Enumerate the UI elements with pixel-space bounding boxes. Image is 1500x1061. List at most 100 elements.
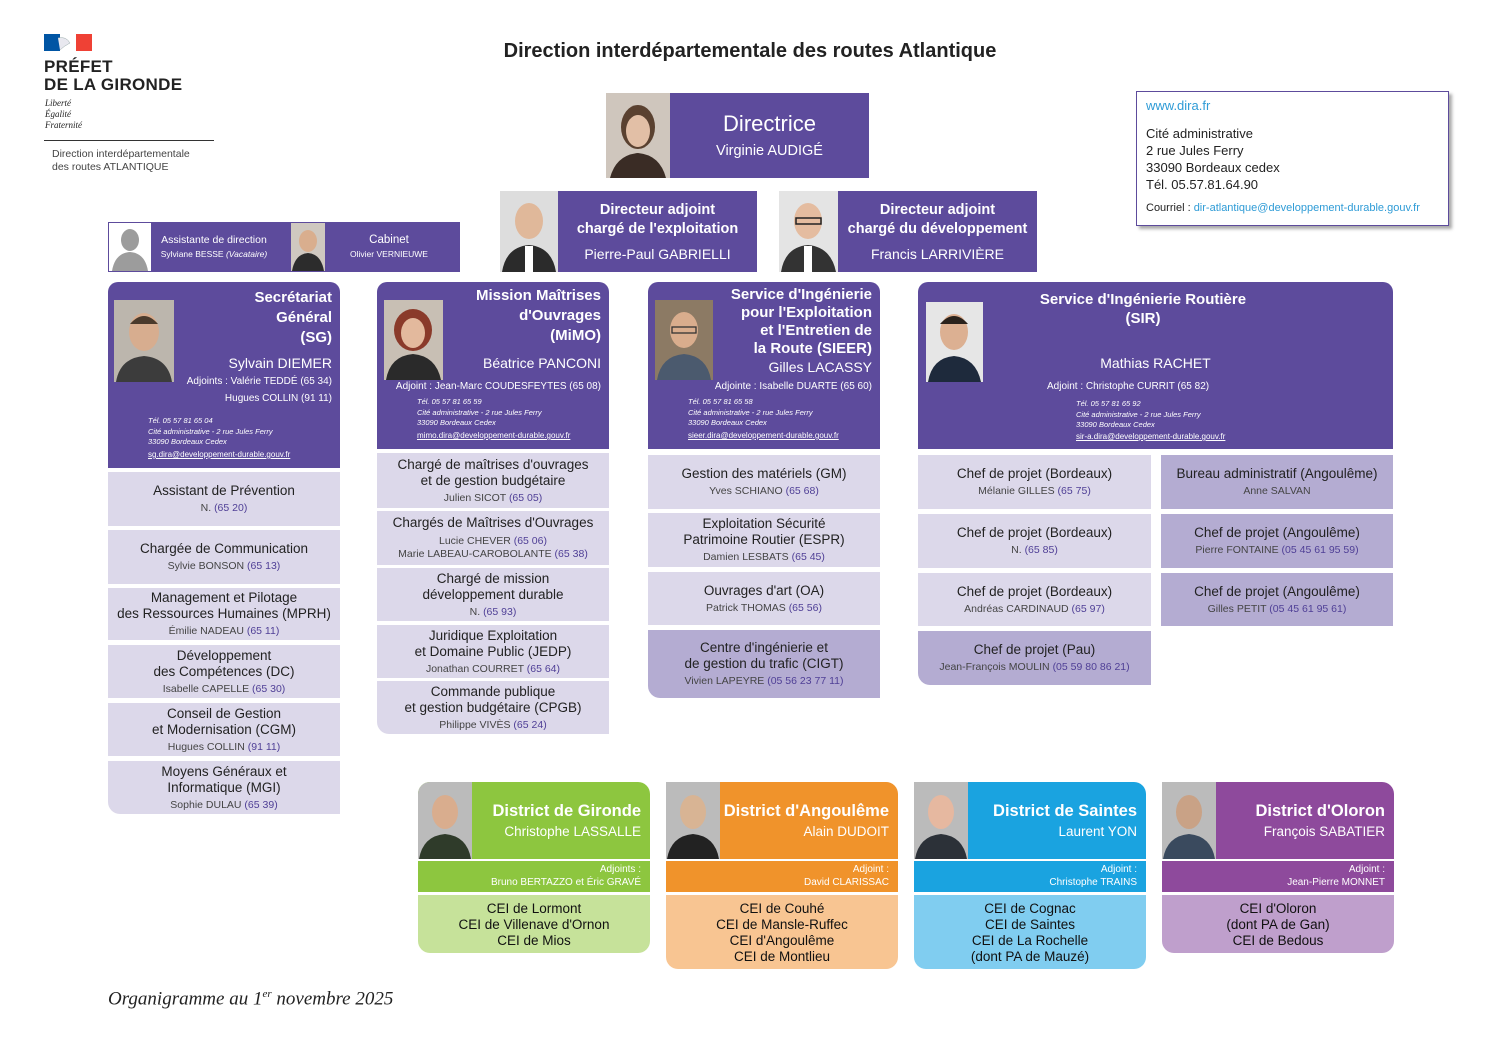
district-adjoint-bar-1: Adjoint :David CLARISSAC xyxy=(666,861,898,892)
motto-liberte: Liberté xyxy=(45,98,71,108)
district-adjoint-names: Bruno BERTAZZO et Éric GRAVÉ xyxy=(490,877,641,888)
sieer-unit-title: Ouvrages d'art (OA) xyxy=(703,582,825,598)
sir-left-unit-title: Chef de projet (Bordeaux) xyxy=(956,583,1113,599)
sg-unit-0: Assistant de Prévention N. (65 20) xyxy=(108,472,340,526)
assistant-title: Assistante de direction xyxy=(161,234,267,246)
sg-unit-title: Chargée de Communication xyxy=(139,541,309,557)
sieer-unit-title2: Patrimoine Routier (ESPR) xyxy=(683,532,845,548)
sieer-email[interactable]: sieer.dira@developpement-durable.gouv.fr xyxy=(688,431,839,440)
assistant-name-row: Sylviane BESSE (Vacataire) xyxy=(155,249,273,259)
cabinet-photo xyxy=(291,223,325,271)
mimo-unit-ext: (65 24) xyxy=(513,718,547,731)
district-cei-item: CEI de Mios xyxy=(497,933,571,948)
sg-adjoints1: Adjoints : Valérie TEDDÉ (65 34) xyxy=(186,376,332,387)
sieer-unit-title: Exploitation Sécurité xyxy=(702,516,826,532)
sg-unit-person-row: N. (65 20) xyxy=(201,502,248,515)
district-photo-3 xyxy=(1162,782,1216,859)
mimo-tel: Tél. 05 57 81 65 59 xyxy=(417,397,482,406)
sir-left-unit-2: Chef de projet (Bordeaux)Andréas CARDINA… xyxy=(918,573,1151,626)
sieer-unit-person: Yves SCHIANO xyxy=(709,485,783,498)
sg-unit-title: Assistant de Prévention xyxy=(153,483,295,499)
sg-unit-ext: (65 13) xyxy=(247,560,281,573)
sir-email[interactable]: sir-a.dira@developpement-durable.gouv.fr xyxy=(1076,432,1226,441)
mimo-email[interactable]: mimo.dira@developpement-durable.gouv.fr xyxy=(417,431,571,440)
district-cei-item: CEI de Couhé xyxy=(739,901,825,916)
sg-unit-title2: des Compétences (DC) xyxy=(153,663,295,679)
sieer-unit-ext: (65 45) xyxy=(791,551,825,564)
website-link[interactable]: www.dira.fr xyxy=(1146,98,1211,113)
sir-left-unit-person-row: Jean-François MOULIN (05 59 80 86 21) xyxy=(939,661,1129,674)
district-director: Alain DUDOIT xyxy=(803,824,889,839)
district-adjoint-bar-2: Adjoint : Christophe TRAINS xyxy=(914,861,1146,892)
mimo-head-name: Béatrice PANCONI xyxy=(483,355,601,371)
sir-left-unit-person: Mélanie GILLES xyxy=(978,485,1055,498)
sir-city: 33090 Bordeaux Cedex xyxy=(1076,420,1155,429)
contact-tel: Tél. 05.57.81.64.90 xyxy=(1146,177,1259,192)
motto-fraternite: Fraternité xyxy=(45,120,82,130)
sir-right-unit-person-row: Gilles PETIT (05 45 61 95 61) xyxy=(1208,603,1347,616)
sir-title2: (SIR) xyxy=(1125,310,1161,327)
email-link[interactable]: dir-atlantique@developpement-durable.gou… xyxy=(1193,202,1420,214)
sg-unit-title2: et Modernisation (CGM) xyxy=(151,721,297,737)
sir-left-unit-title: Chef de projet (Bordeaux) xyxy=(956,466,1113,482)
prefet-line2: DE LA GIRONDE xyxy=(44,75,183,94)
marianne-logo xyxy=(44,34,92,51)
district-director: Laurent YON xyxy=(1058,824,1137,839)
sieer-unit-person: Vivien LAPEYRE xyxy=(684,675,765,688)
sir-right-unit-ext: (05 45 61 95 59) xyxy=(1281,544,1359,557)
dept-line1: Direction interdépartementale xyxy=(52,148,190,160)
directrice-name: Virginie AUDIGÉ xyxy=(716,143,823,159)
sg-unit-person: N. xyxy=(200,502,212,515)
assistant-silhouette xyxy=(109,223,151,271)
district-adjoint-label: Adjoint : xyxy=(1100,864,1137,875)
sieer-photo xyxy=(655,300,713,380)
sg-title1: Secrétariat xyxy=(254,289,332,306)
mimo-cite: Cité administrative - 2 rue Jules Ferry xyxy=(417,407,542,417)
district-adjoint-bar-3: Adjoint :Jean-Pierre MONNET xyxy=(1162,861,1394,892)
district-cei-list-3: CEI d'Oloron(dont PA de Gan)CEI de Bedou… xyxy=(1162,895,1394,953)
adjoint-exploitation-title2: chargé de l'exploitation xyxy=(576,221,739,237)
sir-tel: Tél. 05 57 81 65 92 xyxy=(1076,399,1141,408)
district-cei-item: (dont PA de Mauzé) xyxy=(970,949,1090,964)
logo-divider xyxy=(44,140,214,141)
sg-head-name: Sylvain DIEMER xyxy=(228,355,332,371)
sieer-unit-2: Ouvrages d'art (OA)Patrick THOMAS (65 56… xyxy=(648,572,880,625)
district-adjoint-names: David CLARISSAC xyxy=(803,877,889,888)
sir-left-unit-title: Chef de projet (Bordeaux) xyxy=(956,525,1113,541)
sg-adjoints2: Hugues COLLIN (91 11) xyxy=(224,393,332,404)
contact-addr2: 2 rue Jules Ferry xyxy=(1146,143,1244,158)
prefet-line1: PRÉFET xyxy=(44,57,113,76)
sg-unit-ext: (65 30) xyxy=(252,682,286,695)
sieer-title1: Service d'Ingénierie xyxy=(730,286,872,303)
sir-cite: Cité administrative - 2 rue Jules Ferry xyxy=(1076,409,1201,419)
adjoint-exploitation-title1: Directeur adjoint xyxy=(599,202,716,218)
sg-email[interactable]: sg.dira@developpement-durable.gouv.fr xyxy=(148,450,291,459)
sieer-unit-title2: de gestion du trafic (CIGT) xyxy=(684,656,844,672)
district-adjoint-bar-0: Adjoints :Bruno BERTAZZO et Éric GRAVÉ xyxy=(418,861,650,892)
mimo-title1: Mission Maîtrises xyxy=(475,287,601,304)
mimo-unit-ext: (65 93) xyxy=(483,605,517,618)
district-cei-item: CEI d'Oloron xyxy=(1239,901,1317,916)
sir-left-unit-ext: (65 97) xyxy=(1071,602,1105,615)
sir-right-unit-0: Bureau administratif (Angoulême)Anne SAL… xyxy=(1161,455,1393,509)
sieer-title4: la Route (SIEER) xyxy=(753,340,872,357)
sir-right-unit-title: Chef de projet (Angoulême) xyxy=(1194,525,1360,541)
sieer-unit-0: Gestion des matériels (GM) Yves SCHIANO (… xyxy=(648,455,880,509)
sir-left-unit-ext: (05 59 80 86 21) xyxy=(1052,661,1130,674)
sir-left-unit-1: Chef de projet (Bordeaux)N. (65 85) xyxy=(918,514,1151,568)
district-adjoint-names: Christophe TRAINS xyxy=(1049,877,1137,888)
sieer-unit-person-row: Yves SCHIANO (65 68) xyxy=(709,485,819,498)
district-title: District de Gironde xyxy=(492,802,641,820)
sir-right-unit-ext: (05 45 61 95 61) xyxy=(1269,602,1347,615)
sieer-unit-title: Gestion des matériels (GM) xyxy=(681,466,847,482)
